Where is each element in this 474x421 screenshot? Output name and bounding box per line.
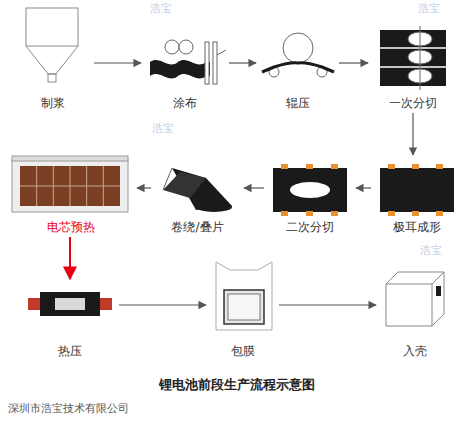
step-label: 极耳成形 — [393, 220, 441, 234]
step-label: 二次分切 — [286, 220, 334, 234]
battery-case — [386, 272, 444, 326]
preheat-oven — [12, 156, 128, 212]
process-step: 涂布 — [145, 30, 225, 110]
step-label: 卷绕/叠片 — [171, 220, 223, 234]
second-slitting-sheet — [273, 164, 347, 216]
film-wrap — [216, 262, 272, 330]
diagram-title: 锂电池前段生产流程示意图 — [0, 377, 474, 393]
roller-press — [262, 33, 334, 77]
company-name: 深圳市浩宝技术有限公司 — [8, 402, 129, 415]
coating-machine — [150, 40, 226, 84]
tab-forming-sheet — [380, 164, 454, 216]
watermark: 浩宝 — [150, 2, 172, 15]
flow-arrow — [339, 62, 368, 63]
step-label: 制浆 — [41, 96, 65, 110]
process-step: 辊压 — [260, 25, 335, 110]
process-step: 入壳 — [380, 270, 450, 358]
process-step: 卷绕/叠片 — [155, 158, 240, 234]
slitting-sheet — [380, 26, 446, 90]
flow-arrow — [244, 187, 264, 188]
step-label: 一次分切 — [389, 96, 437, 110]
mixing-silo — [26, 8, 78, 82]
winding-roll — [163, 168, 232, 212]
step-label: 电芯预热 — [47, 220, 95, 234]
process-step: 一次分切 — [372, 20, 454, 110]
step-label: 入壳 — [403, 344, 427, 358]
watermark: 浩宝 — [418, 2, 440, 15]
flow-arrow — [356, 187, 371, 188]
step-label: 涂布 — [173, 96, 197, 110]
flow-arrow — [119, 304, 206, 305]
flow-arrow — [94, 62, 141, 63]
watermark: 浩宝 — [152, 122, 174, 135]
flow-arrow — [69, 237, 71, 279]
step-label: 包膜 — [231, 344, 255, 358]
flow-arrow — [137, 187, 151, 188]
process-step: 极耳成形 — [375, 158, 458, 234]
step-label: 辊压 — [286, 96, 310, 110]
flow-arrow — [229, 62, 256, 63]
flow-arrow — [279, 304, 376, 305]
process-step: 包膜 — [210, 258, 275, 358]
watermark: 浩宝 — [420, 244, 442, 257]
process-step: 制浆 — [15, 5, 90, 110]
step-label: 热压 — [58, 344, 82, 358]
hot-press — [28, 292, 112, 316]
process-step: 电芯预热 — [8, 152, 133, 234]
process-step: 二次分切 — [268, 158, 352, 234]
process-step: 热压 — [25, 282, 115, 358]
flow-arrow — [412, 113, 413, 155]
